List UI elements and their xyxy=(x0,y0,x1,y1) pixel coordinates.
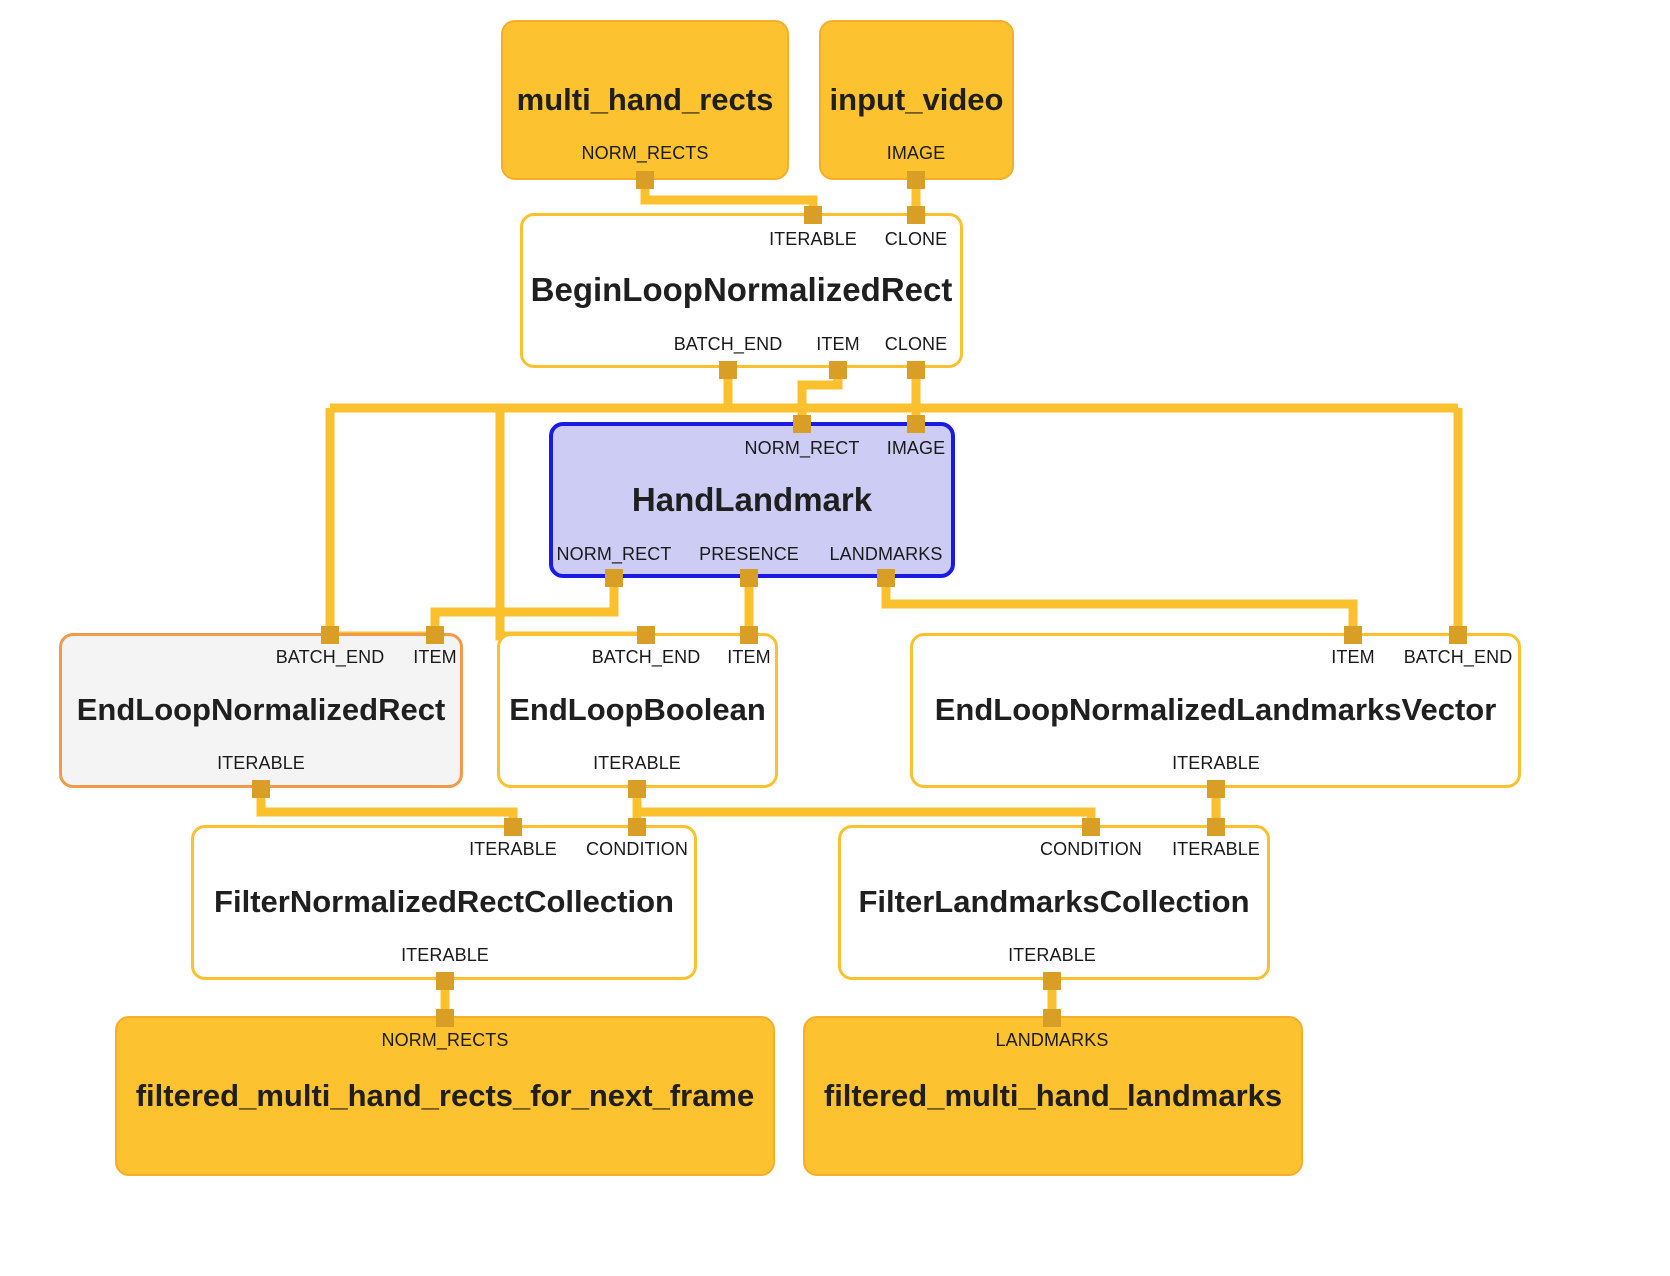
port-label-end-loop-rect-iterable: ITERABLE xyxy=(217,753,305,773)
port-label-hand-landmark-image-in: IMAGE xyxy=(886,438,946,458)
port-label-filter-rect-iterable-out: ITERABLE xyxy=(401,945,489,965)
port-end-loop-rect-iterable[interactable] xyxy=(252,780,270,798)
port-hand-landmark-landmarks[interactable] xyxy=(877,569,895,587)
port-hand-landmark-norm-rect-in[interactable] xyxy=(793,415,811,433)
node-title: BeginLoopNormalizedRect xyxy=(530,271,953,309)
port-label-hand-landmark-landmarks: LANDMARKS xyxy=(829,544,943,564)
port-input-video-image[interactable] xyxy=(907,171,925,189)
port-begin-loop-clone-in[interactable] xyxy=(907,206,925,224)
port-out-rects-norm-rects[interactable] xyxy=(436,1009,454,1027)
edge-elr-iterable-to-filter xyxy=(256,790,518,828)
port-end-loop-lm-batch-end[interactable] xyxy=(1449,626,1467,644)
port-end-loop-bool-item[interactable] xyxy=(740,626,758,644)
port-label-filter-rect-iterable-in: ITERABLE xyxy=(469,839,557,859)
port-label-end-loop-bool-batch-end: BATCH_END xyxy=(591,647,701,667)
port-hand-landmark-presence[interactable] xyxy=(740,569,758,587)
edge-rects-to-iterable xyxy=(640,178,818,216)
port-label-begin-loop-clone-in: CLONE xyxy=(884,229,948,249)
port-label-end-loop-rect-batch-end: BATCH_END xyxy=(275,647,385,667)
port-label-hand-landmark-norm-rect-in: NORM_RECT xyxy=(744,438,860,458)
port-hand-landmark-norm-rect-out[interactable] xyxy=(605,569,623,587)
port-filter-lm-condition[interactable] xyxy=(1082,818,1100,836)
port-begin-loop-clone-out[interactable] xyxy=(907,361,925,379)
port-label-begin-loop-item: ITEM xyxy=(816,334,860,354)
node-title: multi_hand_rects xyxy=(516,81,774,117)
port-end-loop-rect-item[interactable] xyxy=(426,626,444,644)
port-label-end-loop-lm-batch-end: BATCH_END xyxy=(1403,647,1513,667)
node-filter-normalized-rect-collection[interactable]: FilterNormalizedRectCollection xyxy=(191,825,697,980)
edge-batchend-left-drop xyxy=(325,408,435,641)
port-hand-landmark-image-in[interactable] xyxy=(907,415,925,433)
port-label-begin-loop-iterable: ITERABLE xyxy=(769,229,857,249)
port-label-filter-rect-condition: CONDITION xyxy=(586,839,688,859)
port-end-loop-lm-iterable[interactable] xyxy=(1207,780,1225,798)
port-label-begin-loop-batch-end: BATCH_END xyxy=(673,334,783,354)
port-label-out-rects-norm-rects: NORM_RECTS xyxy=(381,1030,509,1050)
port-label-end-loop-rect-item: ITEM xyxy=(413,647,457,667)
port-label-begin-loop-clone-out: CLONE xyxy=(884,334,948,354)
port-label-filter-lm-iterable-in: ITERABLE xyxy=(1172,839,1260,859)
port-label-input-video-image: IMAGE xyxy=(886,143,946,163)
node-title: FilterLandmarksCollection xyxy=(858,884,1250,920)
node-filter-landmarks-collection[interactable]: FilterLandmarksCollection xyxy=(838,825,1270,980)
node-title: filtered_multi_hand_landmarks xyxy=(823,1077,1283,1113)
port-multi-hand-rects-norm-rects[interactable] xyxy=(636,171,654,189)
port-label-end-loop-bool-item: ITEM xyxy=(727,647,771,667)
node-title: FilterNormalizedRectCollection xyxy=(214,884,674,920)
node-filtered-multi-hand-landmarks[interactable]: filtered_multi_hand_landmarks xyxy=(803,1016,1303,1176)
port-label-end-loop-lm-iterable: ITERABLE xyxy=(1172,753,1260,773)
node-title: input_video xyxy=(829,81,1004,117)
node-begin-loop-normalized-rect[interactable]: BeginLoopNormalizedRect xyxy=(520,213,963,368)
port-label-filter-lm-condition: CONDITION xyxy=(1040,839,1142,859)
port-begin-loop-iterable[interactable] xyxy=(804,206,822,224)
port-end-loop-bool-batch-end[interactable] xyxy=(637,626,655,644)
node-filtered-multi-hand-rects-for-next-frame[interactable]: filtered_multi_hand_rects_for_next_frame xyxy=(115,1016,775,1176)
port-label-filter-lm-iterable-out: ITERABLE xyxy=(1008,945,1096,965)
port-out-landmarks-landmarks[interactable] xyxy=(1043,1009,1061,1027)
node-title: EndLoopNormalizedLandmarksVector xyxy=(934,692,1497,728)
node-title: HandLandmark xyxy=(631,480,873,518)
port-begin-loop-item[interactable] xyxy=(829,361,847,379)
port-end-loop-lm-item[interactable] xyxy=(1344,626,1362,644)
port-label-end-loop-lm-item: ITEM xyxy=(1331,647,1375,667)
port-label-out-landmarks-landmarks: LANDMARKS xyxy=(995,1030,1109,1050)
port-begin-loop-batch-end[interactable] xyxy=(719,361,737,379)
node-title: EndLoopBoolean xyxy=(509,692,766,728)
edge-hl-landmarks-to-item xyxy=(881,580,1358,636)
node-end-loop-normalized-landmarks-vector[interactable]: EndLoopNormalizedLandmarksVector xyxy=(910,633,1521,788)
port-end-loop-bool-iterable[interactable] xyxy=(628,780,646,798)
port-label-hand-landmark-presence: PRESENCE xyxy=(699,544,799,564)
port-label-end-loop-bool-iterable: ITERABLE xyxy=(593,753,681,773)
port-filter-rect-iterable-out[interactable] xyxy=(436,972,454,990)
port-filter-lm-iterable-out[interactable] xyxy=(1043,972,1061,990)
port-label-multi-hand-rects-norm-rects: NORM_RECTS xyxy=(581,143,709,163)
edge-hl-normrect-to-item xyxy=(430,580,619,636)
node-title: EndLoopNormalizedRect xyxy=(76,692,446,728)
port-label-hand-landmark-norm-rect-out: NORM_RECT xyxy=(556,544,672,564)
node-title: filtered_multi_hand_rects_for_next_frame xyxy=(135,1077,755,1113)
port-end-loop-rect-batch-end[interactable] xyxy=(321,626,339,644)
node-end-loop-boolean[interactable]: EndLoopBoolean xyxy=(497,633,778,788)
port-filter-rect-condition[interactable] xyxy=(628,818,646,836)
port-filter-lm-iterable-in[interactable] xyxy=(1207,818,1225,836)
port-filter-rect-iterable-in[interactable] xyxy=(504,818,522,836)
